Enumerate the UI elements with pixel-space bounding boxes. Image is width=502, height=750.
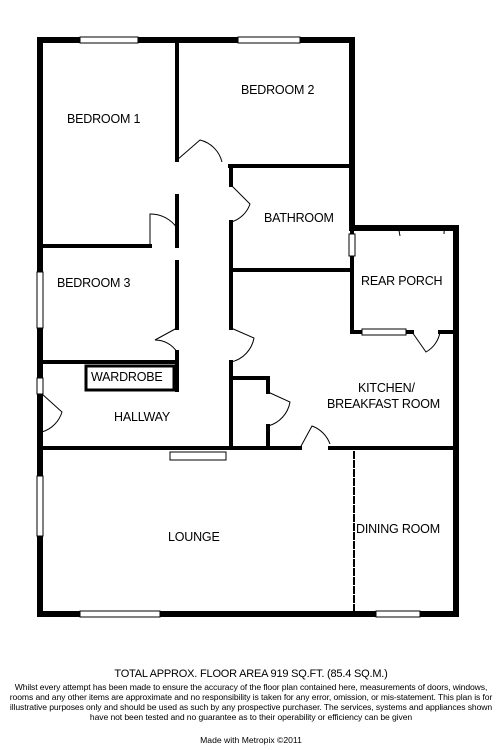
- bathroom-label: BATHROOM: [264, 211, 334, 225]
- outer-walls: [37, 37, 459, 617]
- rear-porch-label: REAR PORCH: [361, 274, 443, 288]
- interior-walls: [38, 40, 458, 613]
- bedroom-1-label: BEDROOM 1: [67, 112, 141, 126]
- bedroom-2-label: BEDROOM 2: [241, 83, 315, 97]
- credit-text: Made with Metropix ©2011: [200, 735, 302, 745]
- dining-room-label: DINING ROOM: [356, 522, 440, 536]
- doors: [41, 139, 445, 449]
- bedroom-3-label: BEDROOM 3: [57, 276, 131, 290]
- floor-plan: [36, 36, 459, 618]
- breakfast-room-label: BREAKFAST ROOM: [327, 397, 440, 411]
- kitchen-label: KITCHEN/: [358, 381, 415, 395]
- lounge-label: LOUNGE: [168, 530, 220, 544]
- windows: [36, 36, 421, 618]
- disclaimer-text: Whilst every attempt has been made to en…: [9, 682, 493, 722]
- floor-area-text: TOTAL APPROX. FLOOR AREA 919 SQ.FT. (85.…: [114, 668, 388, 680]
- hallway-label: HALLWAY: [114, 410, 171, 424]
- wardrobe-label: WARDROBE: [91, 370, 163, 384]
